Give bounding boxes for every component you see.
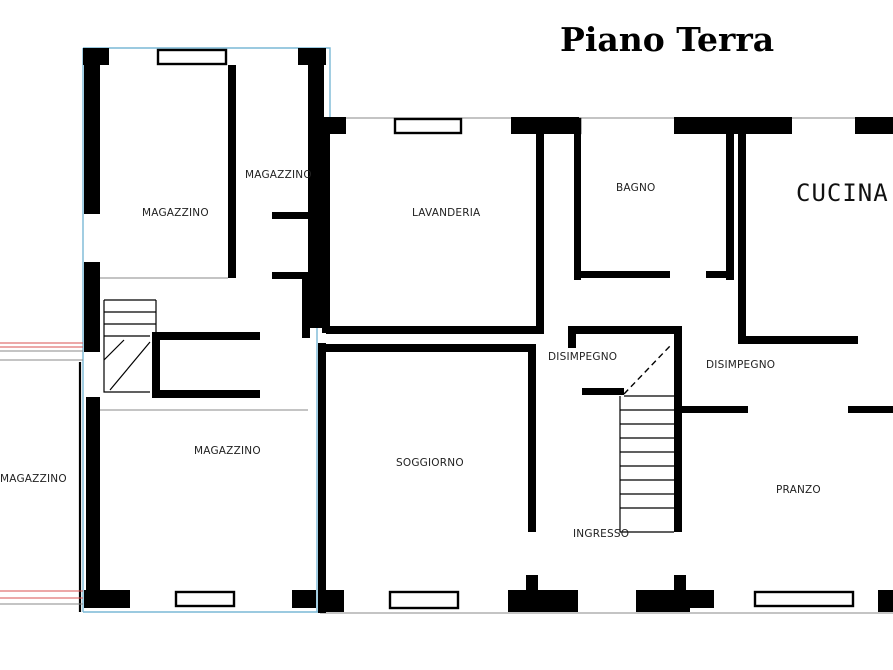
label-magazzino-far-left: MAGAZZINO bbox=[0, 473, 67, 485]
label-magazzino-top-right: MAGAZZINO bbox=[245, 169, 312, 181]
label-ingresso: INGRESSO bbox=[573, 528, 629, 540]
left-annex bbox=[0, 342, 83, 612]
label-soggiorno: SOGGIORNO bbox=[396, 457, 464, 469]
label-magazzino-top-left: MAGAZZINO bbox=[142, 207, 209, 219]
label-bagno: BAGNO bbox=[616, 182, 655, 194]
label-pranzo: PRANZO bbox=[776, 484, 821, 496]
label-magazzino-middle: MAGAZZINO bbox=[194, 445, 261, 457]
label-cucina: CUCINA bbox=[796, 179, 889, 207]
left-block-walls bbox=[83, 48, 326, 608]
label-lavanderia: LAVANDERIA bbox=[412, 207, 481, 219]
label-disimpegno-right: DISIMPEGNO bbox=[706, 359, 775, 371]
main-block-walls bbox=[318, 117, 893, 613]
label-disimpegno-center: DISIMPEGNO bbox=[548, 351, 617, 363]
plan-title: Piano Terra bbox=[560, 20, 774, 59]
stairs-center bbox=[619, 345, 674, 533]
room-labels: MAGAZZINO MAGAZZINO LAVANDERIA BAGNO CUC… bbox=[0, 169, 889, 540]
stairs-left bbox=[103, 299, 157, 393]
